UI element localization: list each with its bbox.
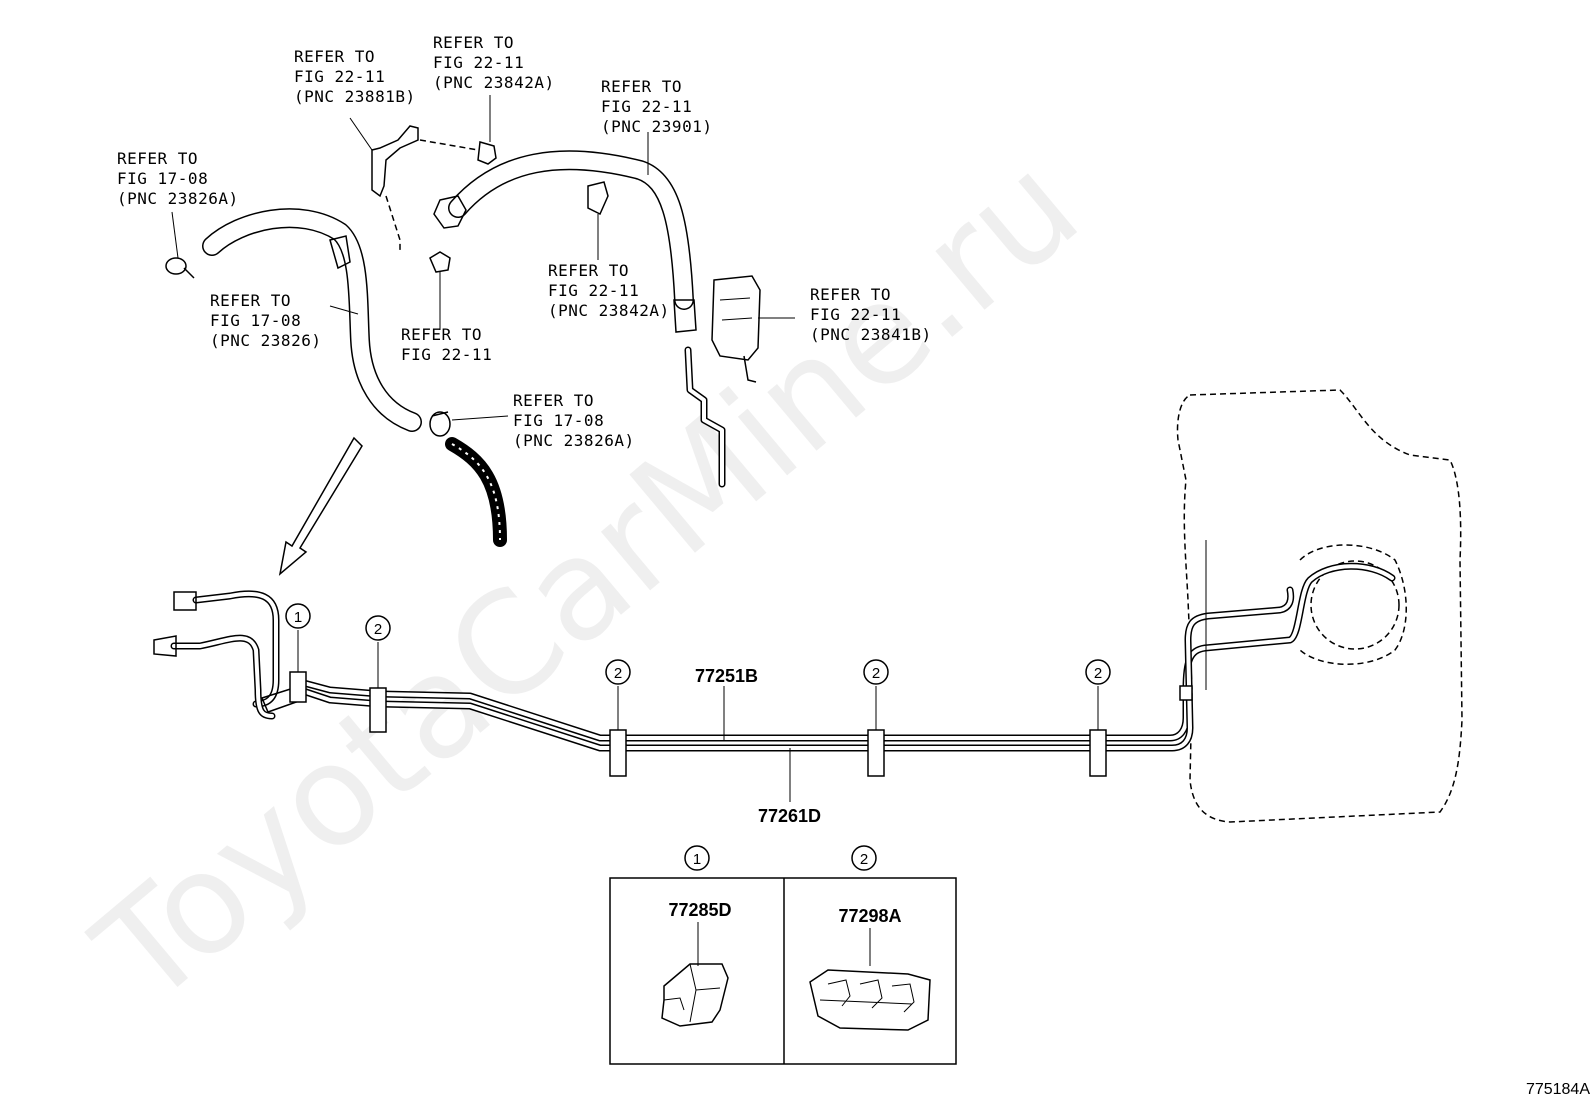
refer-label-23842a-lower: REFER TO FIG 22-11 (PNC 23842A): [548, 261, 670, 320]
svg-text:1: 1: [693, 851, 701, 868]
svg-text:REFER TO: REFER TO: [210, 291, 291, 310]
clamp-2: [867, 686, 885, 777]
svg-text:FIG 22-11: FIG 22-11: [601, 97, 692, 116]
svg-text:FIG 22-11: FIG 22-11: [294, 67, 385, 86]
breather-tube-part: [433, 132, 697, 333]
svg-text:REFER TO: REFER TO: [810, 285, 891, 304]
fuel-hose-part: [202, 208, 422, 432]
svg-text:(PNC 23842A): (PNC 23842A): [433, 73, 555, 92]
valve-part: [711, 275, 795, 383]
refer-label-23901: REFER TO FIG 22-11 (PNC 23901): [601, 77, 712, 136]
view-arrow: [278, 436, 363, 576]
svg-text:FIG 22-11: FIG 22-11: [548, 281, 639, 300]
clip-part: [587, 181, 609, 260]
svg-text:(PNC 23881B): (PNC 23881B): [294, 87, 416, 106]
svg-text:(PNC 23826): (PNC 23826): [210, 331, 321, 350]
svg-text:1: 1: [294, 609, 302, 626]
part-number-77251b: 77251B: [695, 666, 758, 686]
legend-callout-2: 2: [851, 845, 877, 871]
refer-label-23841b: REFER TO FIG 22-11 (PNC 23841B): [810, 285, 932, 344]
callout-circle-1: 1: [285, 603, 311, 629]
clamp-2: [609, 686, 627, 777]
svg-text:FIG 22-11: FIG 22-11: [810, 305, 901, 324]
refer-label-23881b: REFER TO FIG 22-11 (PNC 23881B): [294, 47, 416, 106]
svg-text:2: 2: [374, 621, 382, 638]
svg-text:FIG 17-08: FIG 17-08: [210, 311, 301, 330]
svg-text:(PNC 23826A): (PNC 23826A): [117, 189, 239, 208]
svg-text:REFER TO: REFER TO: [513, 391, 594, 410]
svg-text:FIG 22-11: FIG 22-11: [433, 53, 524, 72]
multi-clamp-drawing: [809, 928, 931, 1031]
svg-text:FIG 22-11: FIG 22-11: [401, 345, 492, 364]
clamp-2: [369, 642, 387, 733]
svg-text:(PNC 23842A): (PNC 23842A): [548, 301, 670, 320]
inlet-pipe-part: [445, 437, 507, 547]
legend-part-77285d: 77285D: [668, 900, 731, 920]
svg-text:FIG 17-08: FIG 17-08: [117, 169, 208, 188]
single-clamp-drawing: [661, 922, 729, 1027]
refer-label-23842a: REFER TO FIG 22-11 (PNC 23842A): [433, 33, 555, 92]
svg-text:REFER TO: REFER TO: [294, 47, 375, 66]
svg-text:REFER TO: REFER TO: [401, 325, 482, 344]
clip-part: [477, 95, 497, 165]
diagram-id: 775184A: [1526, 1081, 1590, 1098]
refer-label-23826a-bottom: REFER TO FIG 17-08 (PNC 23826A): [513, 391, 635, 450]
svg-text:2: 2: [614, 665, 622, 682]
bolt-part: [429, 251, 451, 330]
refer-label-fig-22-11: REFER TO FIG 22-11: [401, 325, 492, 364]
svg-text:REFER TO: REFER TO: [433, 33, 514, 52]
refer-label-23826a-top: REFER TO FIG 17-08 (PNC 23826A): [117, 149, 239, 208]
legend-part-77298a: 77298A: [838, 906, 901, 926]
callout-circle-2: 2: [605, 659, 631, 685]
clamp-legend: 1 2 77285D 77298A: [609, 845, 957, 1065]
callout-circle-2: 2: [863, 659, 889, 685]
tank-riser-line: [1179, 540, 1207, 701]
fuel-tank-outline: [1176, 389, 1463, 823]
clamp-2: [1089, 686, 1107, 777]
svg-text:(PNC 23901): (PNC 23901): [601, 117, 712, 136]
svg-text:FIG 17-08: FIG 17-08: [513, 411, 604, 430]
svg-text:(PNC 23841B): (PNC 23841B): [810, 325, 932, 344]
front-connector-part: [153, 590, 303, 720]
svg-text:2: 2: [860, 851, 868, 868]
callout-circle-2: 2: [1085, 659, 1111, 685]
vent-line-part: [684, 346, 726, 488]
callout-circle-2: 2: [365, 615, 391, 641]
bracket-part: [349, 117, 479, 250]
svg-text:2: 2: [872, 665, 880, 682]
fuel-tube-77261d: [296, 586, 1295, 752]
fuel-tube-77251b: [296, 562, 1396, 742]
svg-text:REFER TO: REFER TO: [548, 261, 629, 280]
hose-clamp-part: [429, 411, 509, 437]
hose-clamp-part: [165, 211, 195, 279]
legend-callout-1: 1: [684, 845, 710, 871]
part-number-77261d: 77261D: [758, 806, 821, 826]
refer-label-23826: REFER TO FIG 17-08 (PNC 23826): [210, 291, 321, 350]
clamp-1: [289, 630, 307, 703]
svg-text:(PNC 23826A): (PNC 23826A): [513, 431, 635, 450]
svg-text:2: 2: [1094, 665, 1102, 682]
svg-text:REFER TO: REFER TO: [601, 77, 682, 96]
svg-text:REFER TO: REFER TO: [117, 149, 198, 168]
